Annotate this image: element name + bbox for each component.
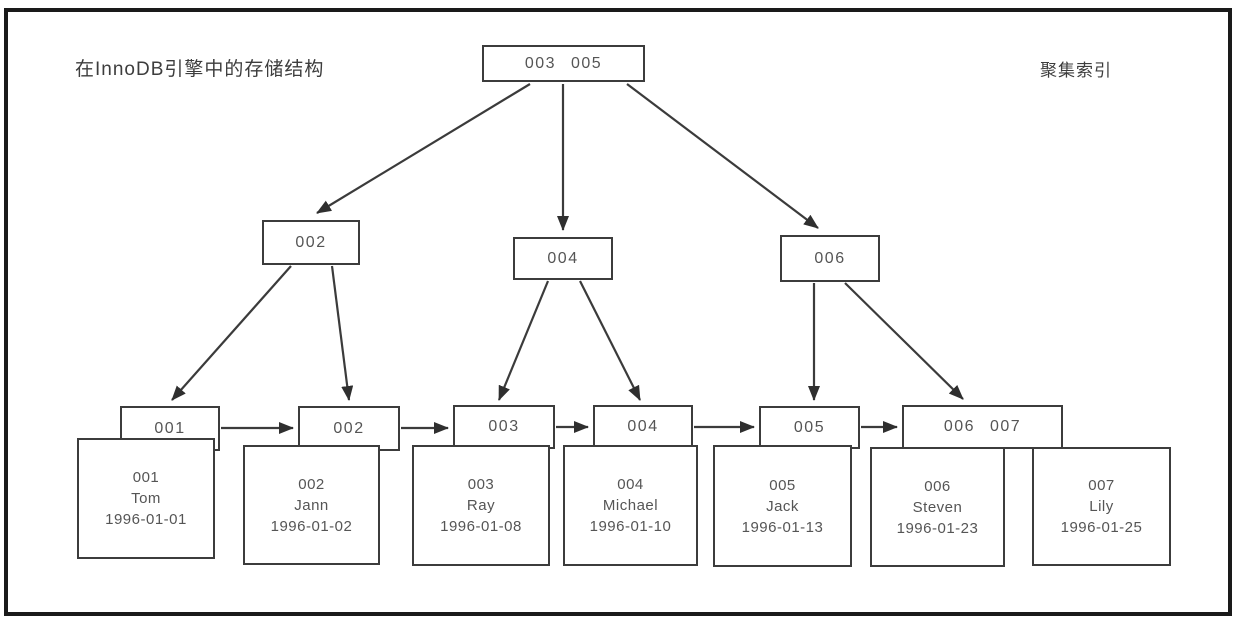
record-id: 003 <box>467 476 495 493</box>
diagram-title: 在InnoDB引擎中的存储结构 <box>75 59 325 80</box>
clustered-index-label: 聚集索引 <box>1040 61 1112 80</box>
record-name: Steven <box>912 498 963 516</box>
leaf-key-005: 005 <box>759 406 860 449</box>
record-date: 1996-01-01 <box>105 511 187 528</box>
record-id: 004 <box>617 476 644 493</box>
record-name: Tom <box>131 490 161 507</box>
root-node: 003 005 <box>482 45 645 82</box>
record-003: 003 Ray 1996-01-08 <box>412 445 550 566</box>
record-002: 002 Jann 1996-01-02 <box>243 445 380 565</box>
leaf-key-004: 004 <box>593 405 693 449</box>
record-005: 005 Jack 1996-01-13 <box>713 445 852 567</box>
record-001: 001 Tom 1996-01-01 <box>77 438 215 559</box>
internal-node-006: 006 <box>780 235 880 282</box>
record-date: 1996-01-10 <box>589 518 672 535</box>
record-id: 007 <box>1088 477 1115 494</box>
record-name: Lily <box>1089 498 1114 515</box>
internal-node-002: 002 <box>262 220 360 265</box>
leaf-key-002: 002 <box>298 406 400 451</box>
record-name: Jann <box>294 496 329 514</box>
leaf-key-006-007: 006 007 <box>902 405 1063 449</box>
record-name: Michael <box>602 497 659 514</box>
record-date: 1996-01-23 <box>896 519 979 537</box>
record-id: 006 <box>924 477 951 495</box>
internal-node-004: 004 <box>513 237 613 280</box>
record-id: 002 <box>298 475 325 493</box>
record-date: 1996-01-13 <box>741 518 824 536</box>
record-name: Ray <box>466 497 496 514</box>
record-007: 007 Lily 1996-01-25 <box>1032 447 1171 566</box>
record-004: 004 Michael 1996-01-10 <box>563 445 698 566</box>
record-date: 1996-01-08 <box>440 518 522 535</box>
leaf-key-003: 003 <box>453 405 555 449</box>
record-date: 1996-01-25 <box>1060 519 1143 536</box>
record-id: 005 <box>769 476 796 494</box>
record-id: 001 <box>132 469 160 486</box>
record-006: 006 Steven 1996-01-23 <box>870 447 1005 567</box>
record-date: 1996-01-02 <box>270 517 353 535</box>
record-name: Jack <box>766 497 799 515</box>
